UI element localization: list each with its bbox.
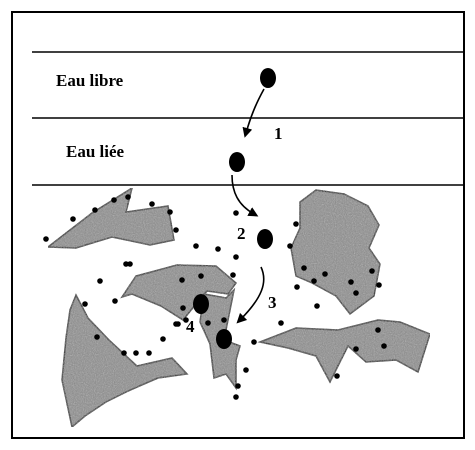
molecule-pore-bottom — [216, 329, 232, 349]
arrow-step-3 — [240, 267, 264, 320]
molecule-bound-water — [229, 152, 245, 172]
bound-water-label: Eau liée — [66, 142, 125, 161]
particle-lower-left — [62, 295, 187, 427]
particle-lower-right — [260, 320, 430, 382]
molecule-surface — [257, 229, 273, 249]
molecule-pore-left — [193, 294, 209, 314]
step-label-4: 4 — [186, 317, 195, 336]
step-label-1: 1 — [274, 124, 283, 143]
arrow-step-2 — [232, 175, 254, 214]
free-water-label: Eau libre — [56, 71, 124, 90]
diffusion-arrows — [232, 89, 264, 320]
molecule-free-water — [260, 68, 276, 88]
arrow-step-1 — [246, 89, 264, 133]
step-label-3: 3 — [268, 293, 277, 312]
water-molecule-positions — [193, 68, 276, 349]
step-label-2: 2 — [237, 224, 246, 243]
particle-top-left — [48, 188, 174, 248]
particle-top-right — [291, 190, 380, 314]
